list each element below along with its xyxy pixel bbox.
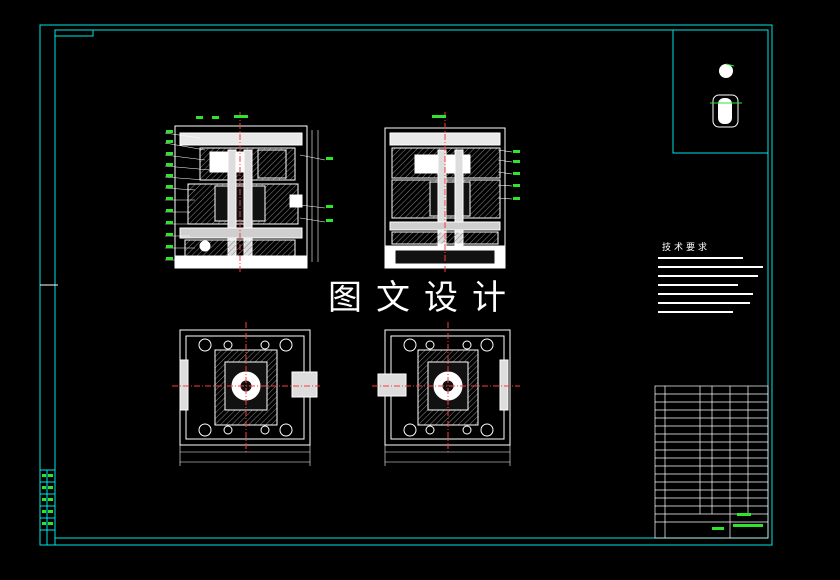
plan-view-right	[377, 329, 511, 446]
plan-view-left	[179, 329, 318, 446]
detail-view-box	[672, 29, 769, 154]
watermark-text: 图文设计	[328, 278, 520, 318]
inner-frame	[54, 29, 769, 539]
corner-tab	[54, 29, 94, 37]
title-block	[654, 385, 769, 539]
front-section-view	[174, 125, 308, 269]
technical-notes-title: 技术要求	[662, 243, 711, 253]
technical-notes-lines	[658, 257, 763, 313]
revision-strip	[39, 469, 56, 546]
